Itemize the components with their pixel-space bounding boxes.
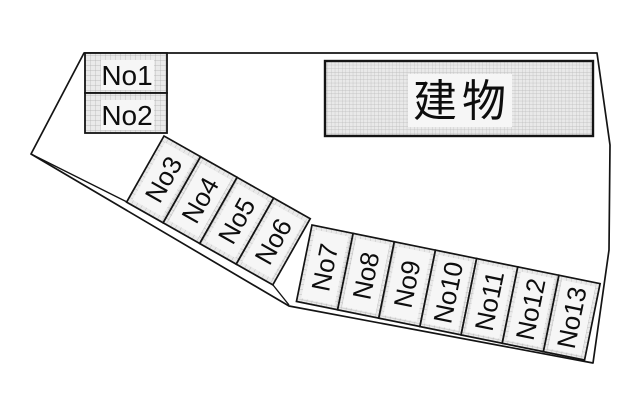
stall-no7-label-bg <box>301 229 349 306</box>
stall-no2-label-bg <box>101 100 154 130</box>
building-label: 建物 <box>413 77 511 126</box>
boundary-extension-line-notch <box>272 284 290 306</box>
building-label-bg <box>408 74 512 127</box>
stall-no2-label: No2 <box>101 100 152 131</box>
stall-no3-label-bg <box>132 142 195 217</box>
parking-row-top: No1 No2 <box>84 52 168 134</box>
stall-no6: No6 <box>235 196 312 287</box>
stall-no5-label-bg <box>205 183 268 258</box>
stall-no7: No7 <box>295 223 355 311</box>
stall-no1-label: No1 <box>101 60 152 91</box>
stall-no1-label-bg <box>101 60 154 90</box>
stall-no2: No2 <box>84 92 168 134</box>
stall-no11: No11 <box>460 257 519 345</box>
parking-row-diagonal: No3 No4 No5 No6 <box>125 134 312 287</box>
stall-no12: No12 <box>501 265 560 353</box>
stall-no13: No13 <box>542 274 602 362</box>
stall-no13-label-bg <box>548 279 596 356</box>
stall-no9: No9 <box>377 240 437 328</box>
stall-no11-label-bg <box>465 263 514 339</box>
stall-no4-label-bg <box>169 163 232 238</box>
boundary-extension-line-left <box>30 153 128 203</box>
stall-no9-label-bg <box>383 246 431 322</box>
stall-no6-label-bg <box>242 204 305 279</box>
parking-row-bottom: No7 No8 No9 No10 No11 No12 <box>295 223 602 362</box>
stall-no12-label-bg <box>506 271 555 347</box>
stall-no10-label-bg <box>424 254 472 331</box>
stall-no8-label-bg <box>342 238 390 314</box>
stall-no1: No1 <box>84 52 168 94</box>
stall-no8: No8 <box>336 232 396 320</box>
building-area: 建物 <box>323 59 595 138</box>
